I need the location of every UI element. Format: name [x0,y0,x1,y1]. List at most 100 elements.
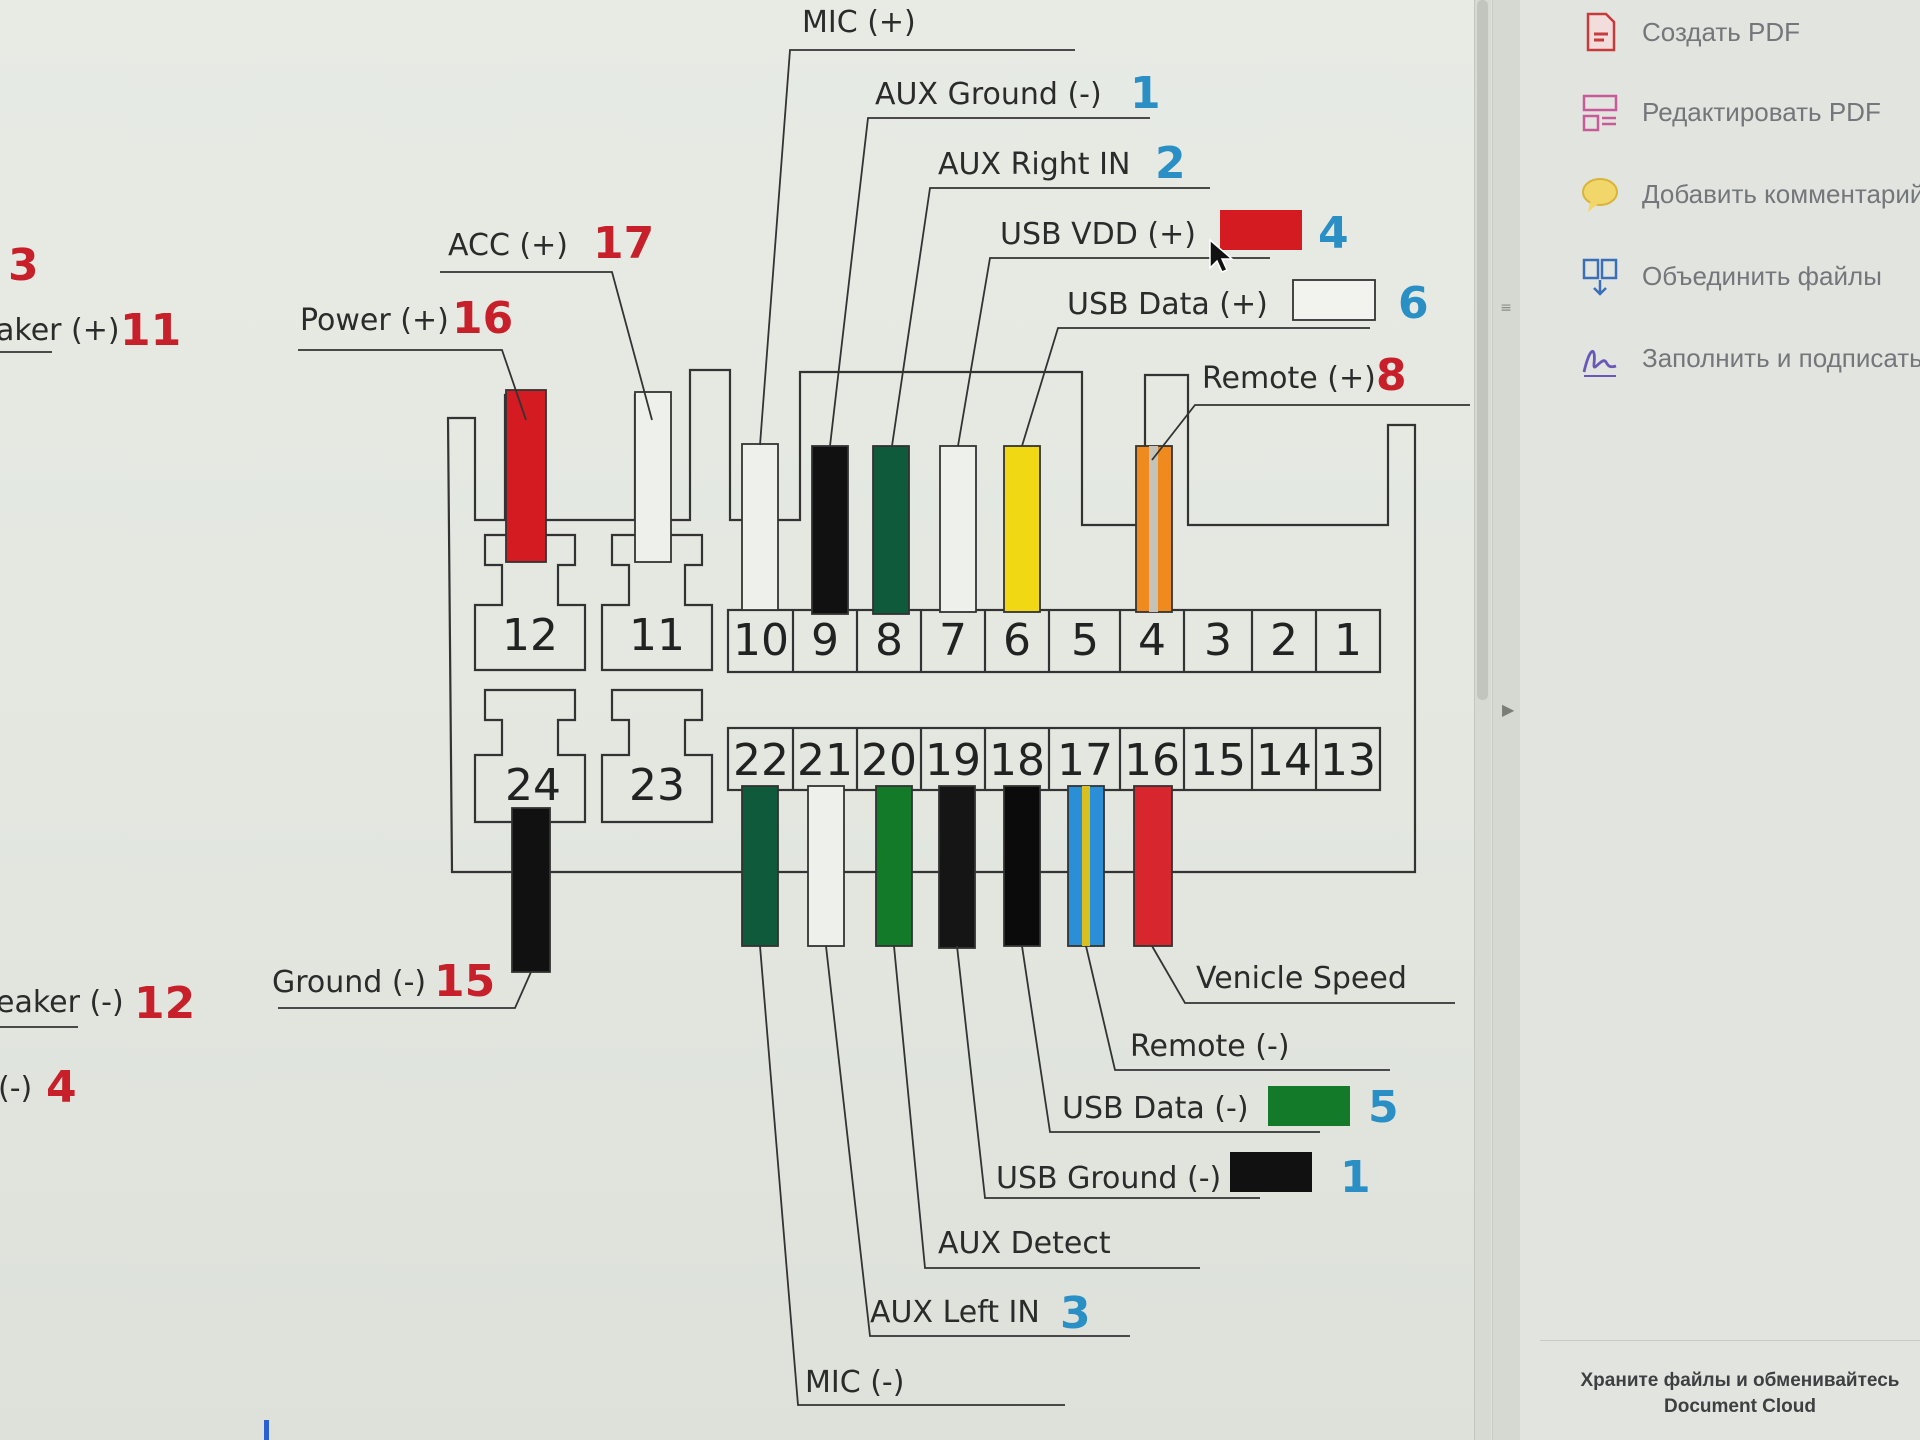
collapse-panel-arrow-icon[interactable]: ▶ [1502,700,1515,719]
pin-number: 8 [875,615,903,666]
pin-number: 4 [1138,615,1166,666]
label-mic-plus: MIC (+) [802,5,916,40]
text-cursor [264,1420,269,1440]
num-aux-right: 2 [1155,138,1186,189]
pin-number: 2 [1270,615,1298,666]
wire-usb-vdd-white [939,445,977,613]
label-acc: ACC (+) [448,228,568,263]
pin-number: 16 [1124,735,1180,786]
document-cloud-promo[interactable]: Храните файлы и обменивайтесь Document C… [1560,1368,1920,1420]
tool-add-comment[interactable]: Добавить комментарий [1580,170,1920,218]
label-aux-ground: AUX Ground (-) [875,77,1102,112]
wire-mic-plus-white [741,443,779,611]
swatch-usb-vdd-red [1220,210,1302,250]
vertical-scrollbar[interactable] [1474,0,1491,1440]
pin-number: 21 [797,735,853,786]
wire-aux-detect-green [875,785,913,947]
wire-vehicle-speed-red [1133,785,1173,947]
wire-aux-left-white [807,785,845,947]
pin-number: 24 [505,760,561,811]
wire-mic-minus-green [741,785,779,947]
wire-usb-ground-black [938,785,976,949]
tool-label: Заполнить и подписать [1642,342,1920,373]
pin-23-socket [600,688,714,824]
wire-usb-data-minus-black [1003,785,1041,947]
label-aux-right: AUX Right IN [938,147,1130,182]
pin-number: 20 [861,735,917,786]
fill-sign-icon [1582,350,1617,377]
pin-number: 3 [1204,615,1232,666]
connector-pinout-diagram: 12 11 10 9 8 7 6 5 4 3 2 1 24 23 22 21 2… [0,5,1470,1440]
swatch-usb-data-minus-green [1268,1086,1350,1126]
pin-number: 11 [629,610,685,661]
pin-24-socket [473,688,587,824]
comment-icon [1582,178,1618,212]
num-power: 16 [452,293,513,344]
promo-line-1: Храните файлы и обменивайтесь [1580,1370,1900,1391]
tool-label: Объединить файлы [1642,260,1882,291]
label-aux-left: AUX Left IN [870,1295,1040,1330]
footer-divider [1540,1340,1920,1341]
num-usb-ground: 1 [1340,1152,1371,1203]
tool-label: Создать PDF [1642,16,1801,47]
tool-create-pdf[interactable]: Создать PDF [1580,8,1920,56]
label-remote-minus: Remote (-) [1130,1029,1290,1064]
tool-combine-files[interactable]: Объединить файлы [1580,252,1920,300]
pin-number: 23 [629,760,685,811]
wire-usb-data-plus-yellow [1003,445,1041,613]
wire-acc-white [634,391,672,563]
wire-ground-black [511,807,551,973]
pin-number: 5 [1071,615,1099,666]
panel-divider[interactable] [1492,0,1521,1440]
num-left-speaker-minus: 12 [134,978,195,1029]
pin-dividers [791,610,1318,790]
label-remote-plus: Remote (+) [1202,361,1376,396]
promo-line-2: Document Cloud [1664,1396,1816,1417]
label-usb-data-minus: USB Data (-) [1062,1091,1249,1126]
pin-number: 7 [939,615,967,666]
pin-number: 19 [925,735,981,786]
label-usb-data-plus: USB Data (+) [1067,287,1268,322]
pin-number: 9 [811,615,839,666]
scrollbar-thumb[interactable] [1477,0,1488,700]
label-left-speaker-plus: aker (+) [0,313,120,348]
num-left-3: 3 [8,240,39,291]
pin-number: 13 [1320,735,1376,786]
num-aux-left: 3 [1060,1288,1091,1339]
label-left-speaker-minus: eaker (-) [0,985,124,1020]
mouse-cursor-icon [1209,238,1235,273]
combine-files-icon [1582,258,1618,296]
divider-grip-icon[interactable]: ≡ [1500,300,1512,316]
label-vehicle-speed: Venicle Speed [1196,961,1407,996]
label-usb-ground: USB Ground (-) [996,1161,1221,1196]
top-pin-row [726,608,1382,674]
num-usb-data-minus: 5 [1368,1082,1399,1133]
edit-pdf-icon [1582,94,1618,132]
num-acc: 17 [593,218,654,269]
tools-panel [1520,0,1920,1440]
num-remote-plus: 8 [1376,350,1407,401]
tool-fill-sign[interactable]: Заполнить и подписать [1580,334,1920,382]
label-ground: Ground (-) [272,965,426,1000]
num-ground: 15 [434,956,495,1007]
pin-number: 22 [733,735,789,786]
pin-12-socket [473,533,587,672]
pin-number: 12 [502,610,558,661]
wire-aux-ground-black [811,445,849,615]
num-usb-vdd: 4 [1318,208,1349,259]
swatch-usb-data-plus-white [1292,279,1376,321]
tool-label: Редактировать PDF [1642,96,1881,127]
tool-edit-pdf[interactable]: Редактировать PDF [1580,88,1920,136]
pin-number: 15 [1190,735,1246,786]
label-aux-detect: AUX Detect [938,1226,1111,1261]
pin-number: 1 [1334,615,1362,666]
create-pdf-icon [1586,12,1616,52]
pdf-document-page: 12 11 10 9 8 7 6 5 4 3 2 1 24 23 22 21 2… [0,0,1490,1440]
pin-number: 18 [989,735,1045,786]
tool-label: Добавить комментарий [1642,178,1920,209]
label-left-minus: (-) [0,1071,32,1106]
label-mic-minus: MIC (-) [805,1365,904,1400]
num-left-speaker-plus: 11 [120,305,181,356]
bottom-pin-row [726,726,1382,792]
label-usb-vdd: USB VDD (+) [1000,217,1196,252]
